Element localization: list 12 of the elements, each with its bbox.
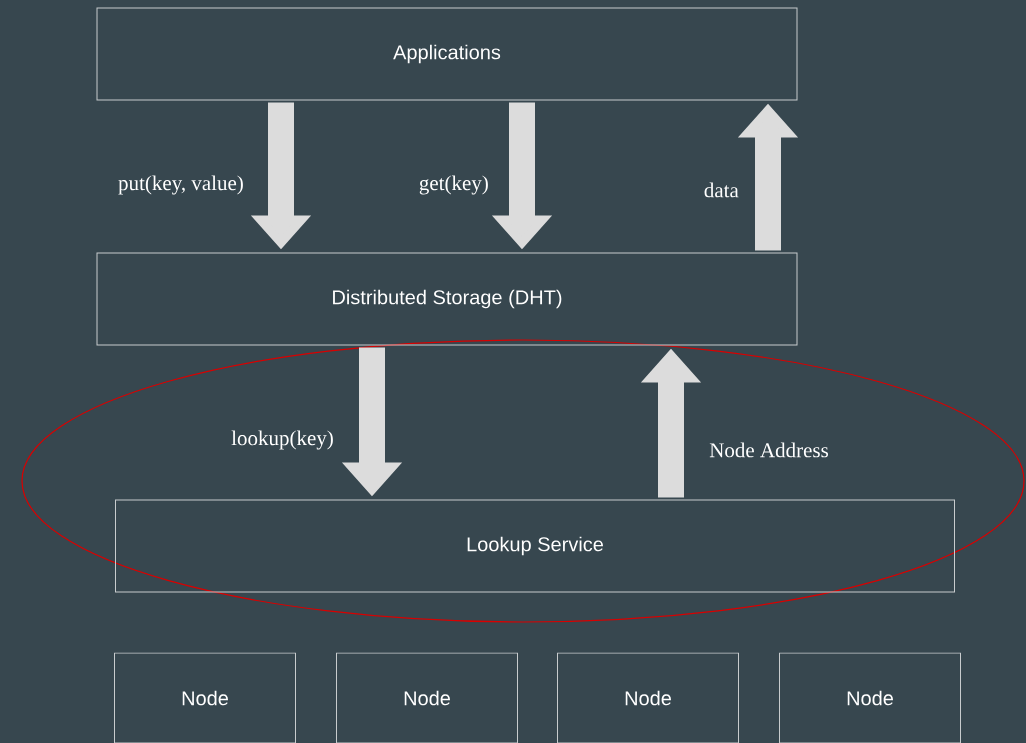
- node-box: Node: [779, 652, 961, 743]
- node-box: Node: [557, 652, 739, 743]
- layer-box: Applications: [96, 7, 798, 101]
- edge-label: get(key): [419, 175, 488, 195]
- layer-box: Lookup Service: [115, 499, 955, 593]
- layer-box: Distributed Storage (DHT): [96, 252, 798, 346]
- edge-label: data: [704, 182, 739, 198]
- node-box: Node: [336, 652, 518, 743]
- node-box: Node: [114, 652, 296, 743]
- edge-label: Node Address: [709, 442, 828, 458]
- edge-label: lookup(key): [231, 430, 333, 450]
- edge-label: put(key, value): [118, 175, 243, 195]
